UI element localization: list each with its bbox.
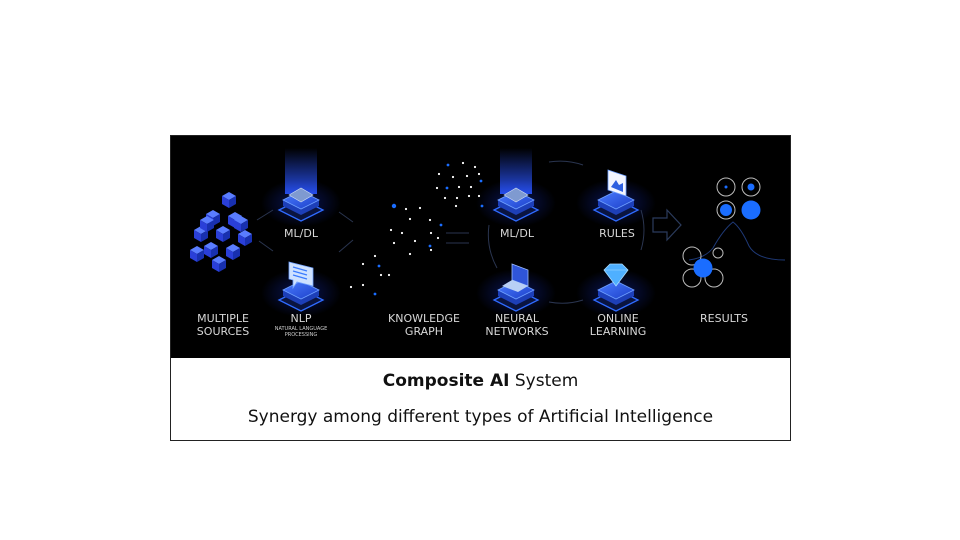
- label-multiple: MULTIPLE: [197, 312, 249, 325]
- arrow-right-icon: [652, 208, 682, 242]
- caption-title: Composite AI System: [171, 371, 790, 391]
- label-mldl-left: ML/DL: [284, 227, 319, 240]
- figure-frame: MULTIPLE SOURCES ML/DL NLP NATURAL LANGU…: [170, 135, 791, 441]
- chip-icon: [261, 148, 341, 227]
- label-nlp: NLP: [291, 312, 312, 325]
- connector-lines: [256, 160, 786, 304]
- caption-title-rest: System: [509, 371, 579, 391]
- label-graph: GRAPH: [405, 325, 443, 338]
- label-neural: NEURAL: [495, 312, 540, 325]
- chat-bubble-icon: [261, 261, 341, 317]
- label-knowledge: KNOWLEDGE: [388, 312, 460, 325]
- laptop-icon: [476, 263, 556, 317]
- label-rules: RULES: [599, 227, 635, 240]
- cubes-icon: [190, 192, 252, 272]
- label-results: RESULTS: [700, 312, 748, 325]
- diamond-icon: [576, 263, 656, 317]
- caption-title-bold: Composite AI: [382, 371, 510, 391]
- label-nlp-sub-2: PROCESSING: [285, 332, 318, 338]
- chip-icon: [476, 148, 556, 227]
- label-nlp-sub-1: NATURAL LANGUAGE: [275, 326, 328, 332]
- label-online: ONLINE: [597, 312, 638, 325]
- image-card-icon: [576, 169, 656, 227]
- label-learning: LEARNING: [590, 325, 646, 338]
- results-circles-icon: [682, 177, 761, 288]
- graph-dots-icon: [349, 161, 484, 296]
- label-mldl-right: ML/DL: [500, 227, 535, 240]
- composite-ai-diagram: MULTIPLE SOURCES ML/DL NLP NATURAL LANGU…: [171, 136, 790, 358]
- caption-subtitle: Synergy among different types of Artific…: [247, 407, 714, 427]
- label-sources: SOURCES: [197, 325, 249, 338]
- label-networks: NETWORKS: [485, 325, 548, 338]
